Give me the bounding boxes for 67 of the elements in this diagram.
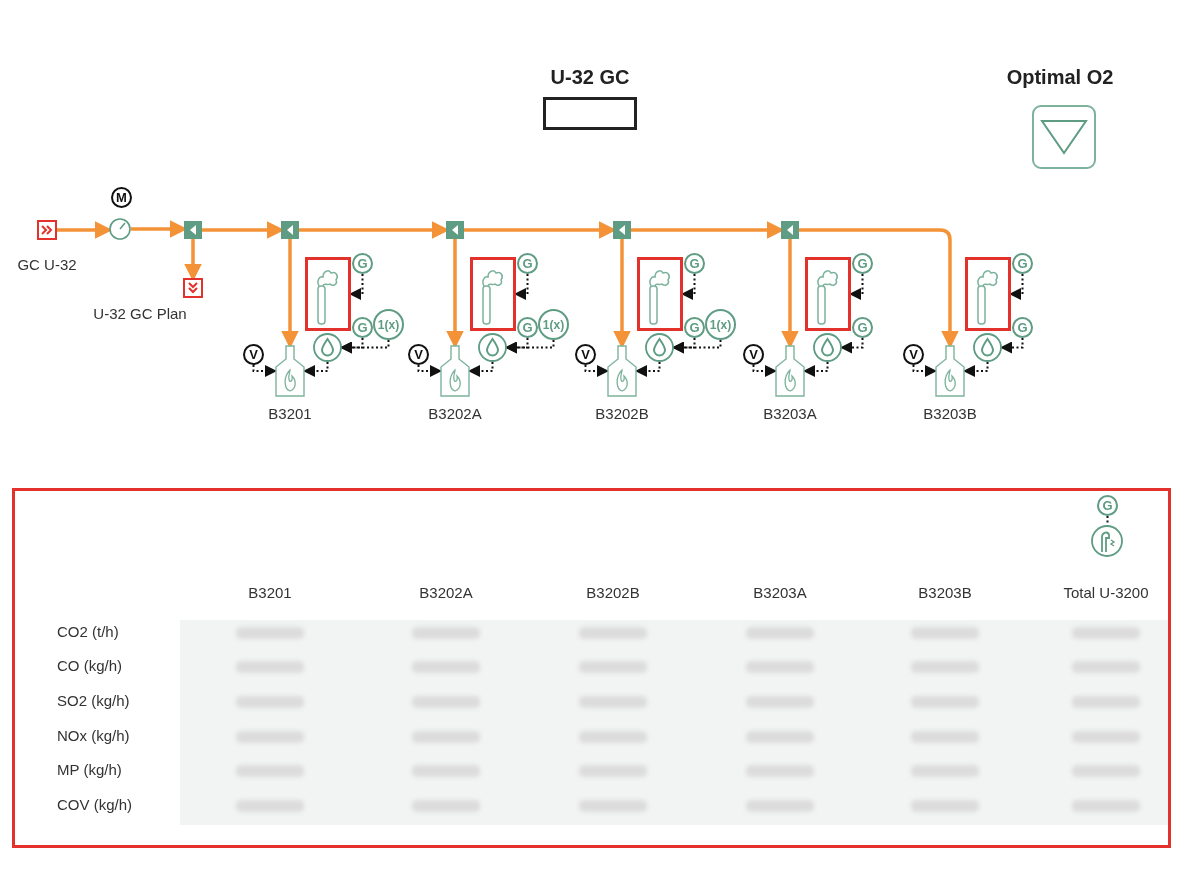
row-header: CO2 (t/h)	[57, 623, 119, 640]
heading: U-32 GC	[550, 66, 630, 89]
instrument-bubble: G	[1012, 253, 1033, 274]
node-label: B3203B	[923, 405, 977, 422]
node-label: B3201	[268, 405, 312, 422]
instrument-bubble: G	[517, 253, 538, 274]
instrument-bubble: G	[852, 317, 873, 338]
row-header: NOx (kg/h)	[57, 727, 130, 744]
column-header: B3201	[248, 584, 292, 601]
signal-arrow	[505, 339, 555, 354]
node-label: U-32 GC Plan	[93, 305, 187, 322]
signal-arrow	[963, 361, 989, 377]
instrument-bubble: G	[517, 317, 538, 338]
node-label: GC U-32	[17, 256, 77, 273]
signal-arrow	[303, 361, 329, 377]
instrument-bubble: G	[352, 253, 373, 274]
instrument-bubble: G	[684, 253, 705, 274]
signal-arrow	[514, 273, 529, 300]
instrument-bubble: V	[743, 344, 764, 365]
signal-arrow	[752, 364, 777, 377]
column-header: B3203A	[753, 584, 807, 601]
instrument-bubble: 1(x)	[538, 309, 569, 340]
signal-arrow	[635, 361, 661, 377]
instrument-bubble: V	[575, 344, 596, 365]
highlight-frame	[305, 257, 351, 331]
heading: Optimal O2	[1006, 66, 1114, 89]
instrument-bubble: G	[684, 317, 705, 338]
column-header: B3202A	[419, 584, 473, 601]
node-label: B3203A	[763, 405, 817, 422]
column-header: B3202B	[586, 584, 640, 601]
instrument-bubble: G	[352, 317, 373, 338]
highlight-frame	[637, 257, 683, 331]
instrument-bubble: M	[111, 187, 132, 208]
instrument-bubble: V	[408, 344, 429, 365]
signal-arrow	[417, 364, 442, 377]
signal-arrow	[849, 273, 864, 300]
instrument-bubble: V	[243, 344, 264, 365]
instrument-bubble: G	[852, 253, 873, 274]
instrument-bubble: 1(x)	[373, 309, 404, 340]
signal-arrow	[672, 339, 722, 354]
signal-arrow	[1009, 273, 1024, 300]
signal-arrow	[349, 273, 364, 300]
column-header: B3203B	[918, 584, 972, 601]
row-header: MP (kg/h)	[57, 761, 122, 778]
node-label: B3202B	[595, 405, 649, 422]
signal-arrow	[840, 337, 864, 354]
highlight-frame	[965, 257, 1011, 331]
instrument-bubble: V	[903, 344, 924, 365]
row-header: SO2 (kg/h)	[57, 692, 130, 709]
instrument-bubble: 1(x)	[705, 309, 736, 340]
node-label: B3202A	[428, 405, 482, 422]
signal-arrow	[1000, 337, 1024, 354]
row-header: COV (kg/h)	[57, 796, 132, 813]
column-header: Total U-3200	[1063, 584, 1149, 601]
row-header: CO (kg/h)	[57, 657, 122, 674]
highlight-frame	[805, 257, 851, 331]
instrument-bubble: G	[1012, 317, 1033, 338]
signal-arrow	[340, 339, 390, 354]
signal-arrow	[468, 361, 494, 377]
highlight-frame	[470, 257, 516, 331]
signal-arrow	[681, 273, 696, 300]
signal-line	[1106, 515, 1109, 526]
instrument-bubble: G	[1097, 495, 1118, 516]
signal-arrow	[252, 364, 277, 377]
signal-arrow	[584, 364, 609, 377]
signal-arrow	[912, 364, 937, 377]
signal-arrow	[803, 361, 829, 377]
